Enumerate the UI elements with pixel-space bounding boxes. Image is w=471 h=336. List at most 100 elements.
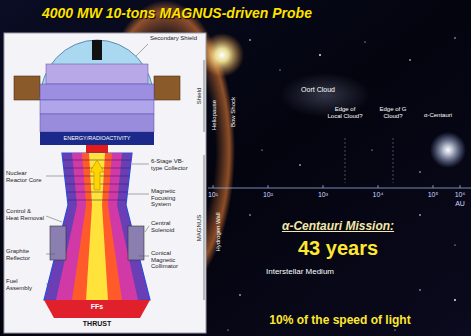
collector-stages xyxy=(63,160,131,200)
star-label: α-Centauri xyxy=(424,112,452,119)
axis-tick-label: 10⁶ xyxy=(455,191,466,199)
leader-lines xyxy=(46,44,149,284)
star xyxy=(419,289,420,290)
star xyxy=(454,299,456,301)
nozzle-layer xyxy=(72,153,122,300)
fission-fragment-jet xyxy=(86,153,108,300)
axis-unit: AU xyxy=(455,200,465,208)
part-label: Control & Heat Removal xyxy=(6,208,44,221)
secondary-shield-dome xyxy=(40,40,154,100)
leader-line xyxy=(145,226,149,232)
exhaust-label: FFs xyxy=(91,303,103,311)
sun-glow xyxy=(200,33,244,77)
star xyxy=(419,214,421,216)
solenoid-coil xyxy=(50,226,66,260)
thrust-label: THRUST xyxy=(83,320,111,328)
axis-tick xyxy=(460,185,461,188)
magnetic-nozzle xyxy=(44,153,150,300)
part-label: Magnetic Focusing System xyxy=(151,188,192,208)
band-label: ENERGY/RADIOACTIVITY xyxy=(64,135,131,141)
axis-tick-label: 10¹ xyxy=(208,191,218,199)
leader-line xyxy=(132,164,149,165)
axis-tick xyxy=(213,185,214,188)
axis-tick-label: 10⁵ xyxy=(428,191,439,199)
part-label: Secondary Shield xyxy=(150,35,202,42)
exhaust-plume xyxy=(44,300,150,318)
star xyxy=(319,54,321,56)
shield-layer xyxy=(40,84,154,100)
shield-block xyxy=(154,76,180,100)
section-label: MAGNUS xyxy=(196,215,203,241)
speed-note: 10% of the speed of light xyxy=(269,314,410,327)
axis-ticks xyxy=(213,185,460,188)
stage-line xyxy=(68,200,126,201)
cloud-edges xyxy=(345,138,393,183)
leader-line xyxy=(136,44,148,56)
dimension-brackets xyxy=(204,60,205,300)
solenoid-coil xyxy=(128,226,144,260)
leader-line xyxy=(46,216,62,222)
edge-line xyxy=(393,138,394,183)
energy-band xyxy=(40,132,154,145)
distance-axis xyxy=(208,188,471,189)
thrust-arrow xyxy=(90,160,104,190)
stage-line xyxy=(67,192,127,193)
section-label: Shield xyxy=(196,88,203,105)
axis-tick xyxy=(268,185,269,188)
star xyxy=(419,171,420,172)
part-label: Graphite Reflector xyxy=(6,248,44,261)
star xyxy=(249,39,251,41)
alpha-centauri-star xyxy=(430,132,466,168)
star xyxy=(409,59,411,61)
star xyxy=(454,244,455,245)
axis-tick-label: 10⁴ xyxy=(373,191,384,199)
boundary-label: Hydrogen Wall xyxy=(215,212,222,251)
shield-block xyxy=(14,76,40,100)
part-label: Fuel Assembly xyxy=(6,278,44,291)
star xyxy=(454,37,455,38)
mission-duration: 43 years xyxy=(298,237,378,259)
axis-tick-label: 10³ xyxy=(318,191,328,199)
leader-line xyxy=(46,284,52,285)
mission-heading: α-Centauri Mission: xyxy=(282,220,394,233)
star xyxy=(261,149,262,150)
axis-tick xyxy=(433,185,434,188)
star xyxy=(394,329,395,330)
title: 4000 MW 10-tons MAGNUS-driven Probe xyxy=(42,5,312,21)
nozzle-layer xyxy=(56,153,138,300)
leader-line xyxy=(46,176,66,177)
axis-tick xyxy=(378,185,379,188)
shield-layer xyxy=(40,100,154,114)
leader-line xyxy=(139,256,149,257)
region-label: Edge of G Cloud? xyxy=(376,106,410,119)
leader-line xyxy=(46,254,55,255)
star xyxy=(299,164,301,166)
bracket-line xyxy=(204,155,205,300)
axis-tick-label: 10² xyxy=(263,191,273,199)
bracket-line xyxy=(204,60,205,132)
part-label: Central Solenoid xyxy=(151,220,192,233)
boundary-label: Bow Shock xyxy=(230,97,237,127)
shield-mast xyxy=(92,40,102,60)
star xyxy=(227,329,228,330)
edge-line xyxy=(345,138,346,183)
leader-line xyxy=(128,194,149,195)
engine-panel xyxy=(4,33,206,333)
boundary-label: Heliopause xyxy=(211,100,218,130)
part-label: Nuclear Reactor Core xyxy=(6,170,44,183)
star xyxy=(239,294,241,296)
star xyxy=(371,149,372,150)
reactor-top xyxy=(86,145,108,153)
part-label: Conical Magnetic Collimator xyxy=(151,250,192,270)
star-field xyxy=(227,37,456,330)
star xyxy=(364,41,365,42)
part-label: 6-Stage VB-type Collector xyxy=(151,158,192,171)
region-label: Oort Cloud xyxy=(301,86,335,94)
region-label: Interstellar Medium xyxy=(266,268,334,277)
shield-layer xyxy=(40,114,154,132)
oort-cloud-haze xyxy=(280,73,370,117)
star xyxy=(279,69,280,70)
star xyxy=(249,214,250,215)
region-label: Edge of Local Cloud? xyxy=(327,106,363,119)
